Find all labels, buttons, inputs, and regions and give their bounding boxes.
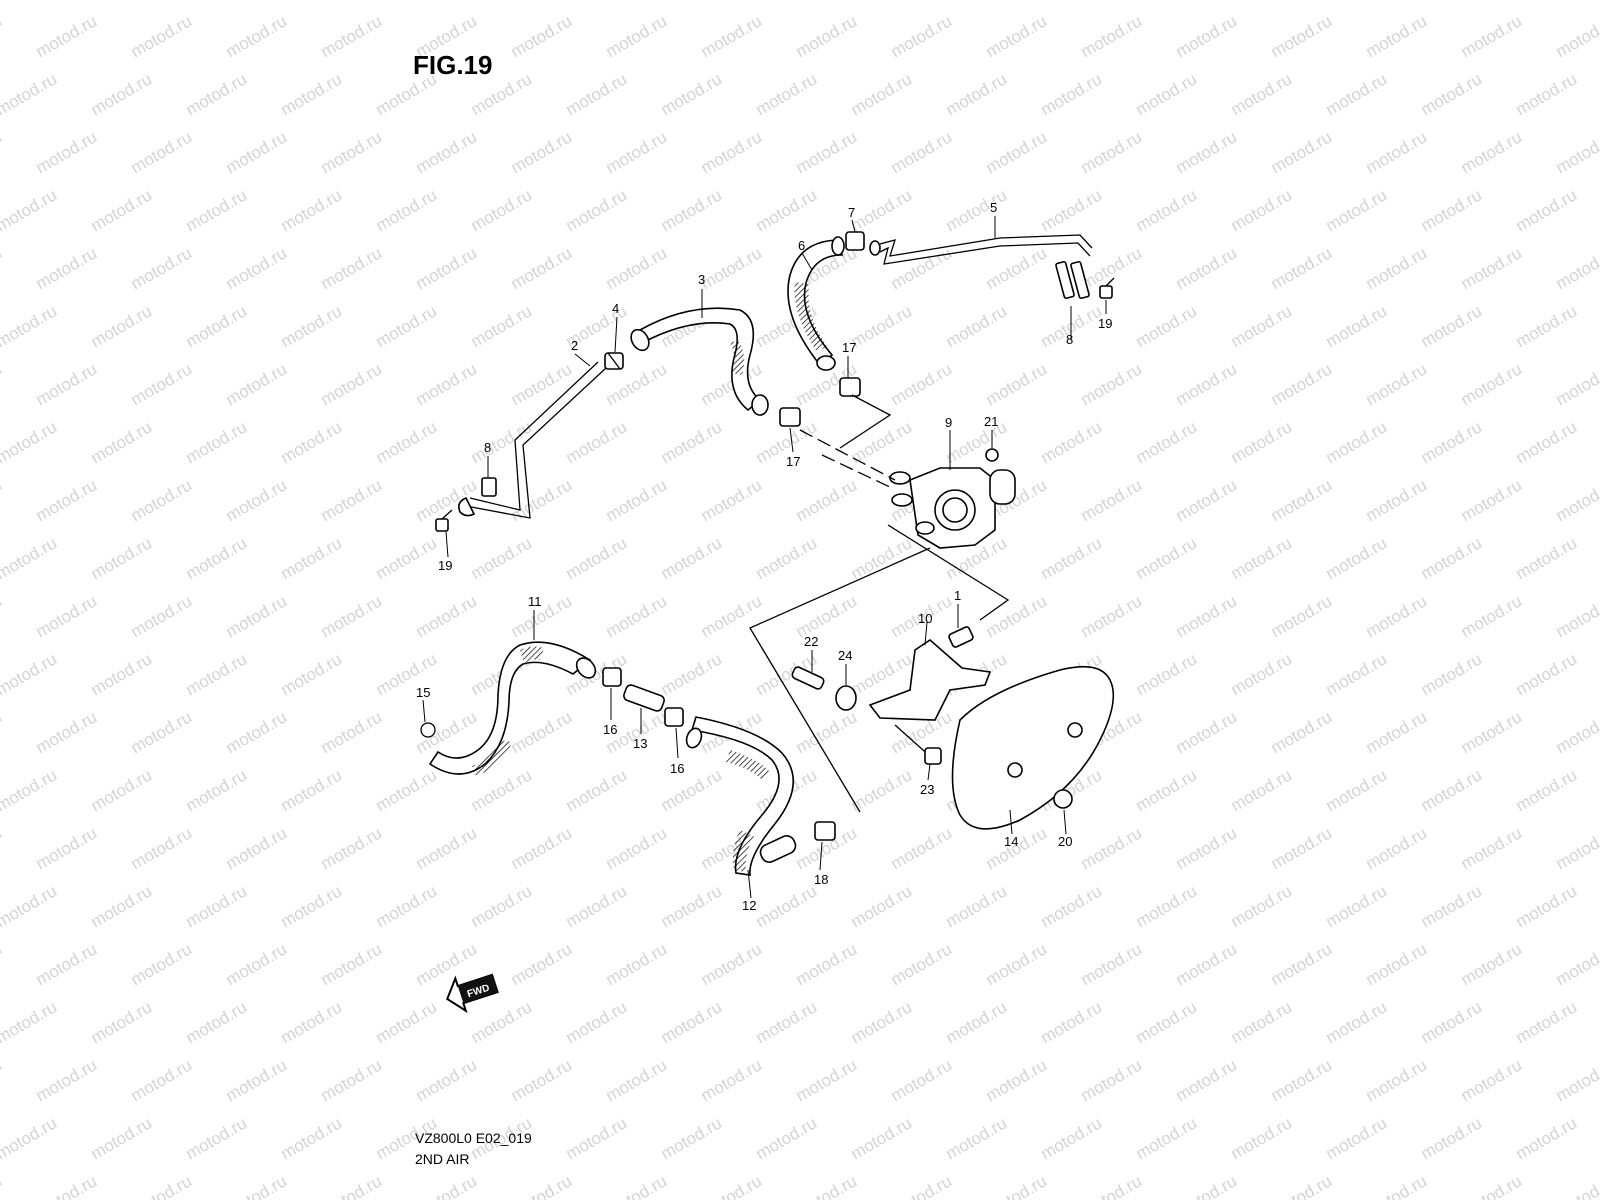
hose-clamp-7: [845, 231, 865, 251]
air-pipe-5: [869, 234, 1093, 265]
washer-21: [985, 448, 999, 462]
hose-clamp-17-right: [839, 377, 861, 397]
callout-7: 7: [848, 205, 855, 220]
hose-11: [428, 641, 597, 776]
callout-3: 3: [698, 272, 705, 287]
hose-12: [685, 716, 797, 876]
figure-title: FIG.19: [413, 50, 493, 80]
leader-dashes-upper: [749, 394, 1010, 813]
callout-20: 20: [1058, 834, 1072, 849]
callout-16-left: 16: [603, 722, 617, 737]
hose-clamp-16-right: [664, 707, 684, 727]
callout-23: 23: [920, 782, 934, 797]
callout-8-right: 8: [1066, 332, 1073, 347]
hose-clamp-4: [604, 352, 624, 370]
nut-20: [1053, 789, 1073, 809]
callout-16-right: 16: [670, 761, 684, 776]
callout-13: 13: [633, 736, 647, 751]
bracket-8-right: [1055, 260, 1090, 300]
bolt-19-right: [1099, 277, 1115, 299]
callout-11: 11: [528, 594, 542, 609]
callout-1: 1: [954, 588, 961, 603]
bolt-19-left: [435, 509, 453, 532]
hose-6: [787, 236, 845, 371]
hose-clamp-16-left: [602, 667, 622, 687]
hose-3: [630, 307, 769, 416]
callout-19-right: 19: [1098, 316, 1112, 331]
hose-clamp-17-left: [779, 407, 801, 427]
bracket-10: [868, 638, 992, 721]
hose-clamp-15: [420, 722, 436, 738]
fwd-arrow-icon: FWD: [446, 973, 499, 1014]
callout-14: 14: [1004, 834, 1018, 849]
callout-19-left: 19: [438, 558, 452, 573]
callout-2: 2: [571, 338, 578, 353]
callout-9: 9: [945, 415, 952, 430]
bolt-22: [791, 666, 825, 690]
callout-12: 12: [742, 898, 756, 913]
callout-17-right: 17: [842, 340, 856, 355]
callout-4: 4: [612, 301, 619, 316]
air-pipe-2: [458, 361, 607, 519]
cover-14: [951, 665, 1115, 830]
bracket-8-left: [481, 477, 497, 497]
bolt-1: [948, 626, 974, 648]
callout-15: 15: [416, 685, 430, 700]
grommet-24: [835, 685, 857, 711]
section-name: 2ND AIR: [415, 1151, 470, 1167]
callout-6: 6: [798, 238, 805, 253]
pipe-connector-13: [623, 684, 665, 712]
callout-21: 21: [984, 414, 998, 429]
callout-17-left: 17: [786, 454, 800, 469]
hose-clamp-18: [814, 821, 836, 841]
callout-24: 24: [838, 648, 852, 663]
pair-valve-9: [889, 467, 1016, 549]
callout-18: 18: [814, 872, 828, 887]
callout-10: 10: [918, 611, 932, 626]
callout-22: 22: [804, 634, 818, 649]
callout-5: 5: [990, 200, 997, 215]
bolt-23: [894, 724, 942, 765]
model-code: VZ800L0 E02_019: [415, 1130, 532, 1146]
callout-leaders: [422, 216, 1107, 899]
callout-8-left: 8: [484, 440, 491, 455]
